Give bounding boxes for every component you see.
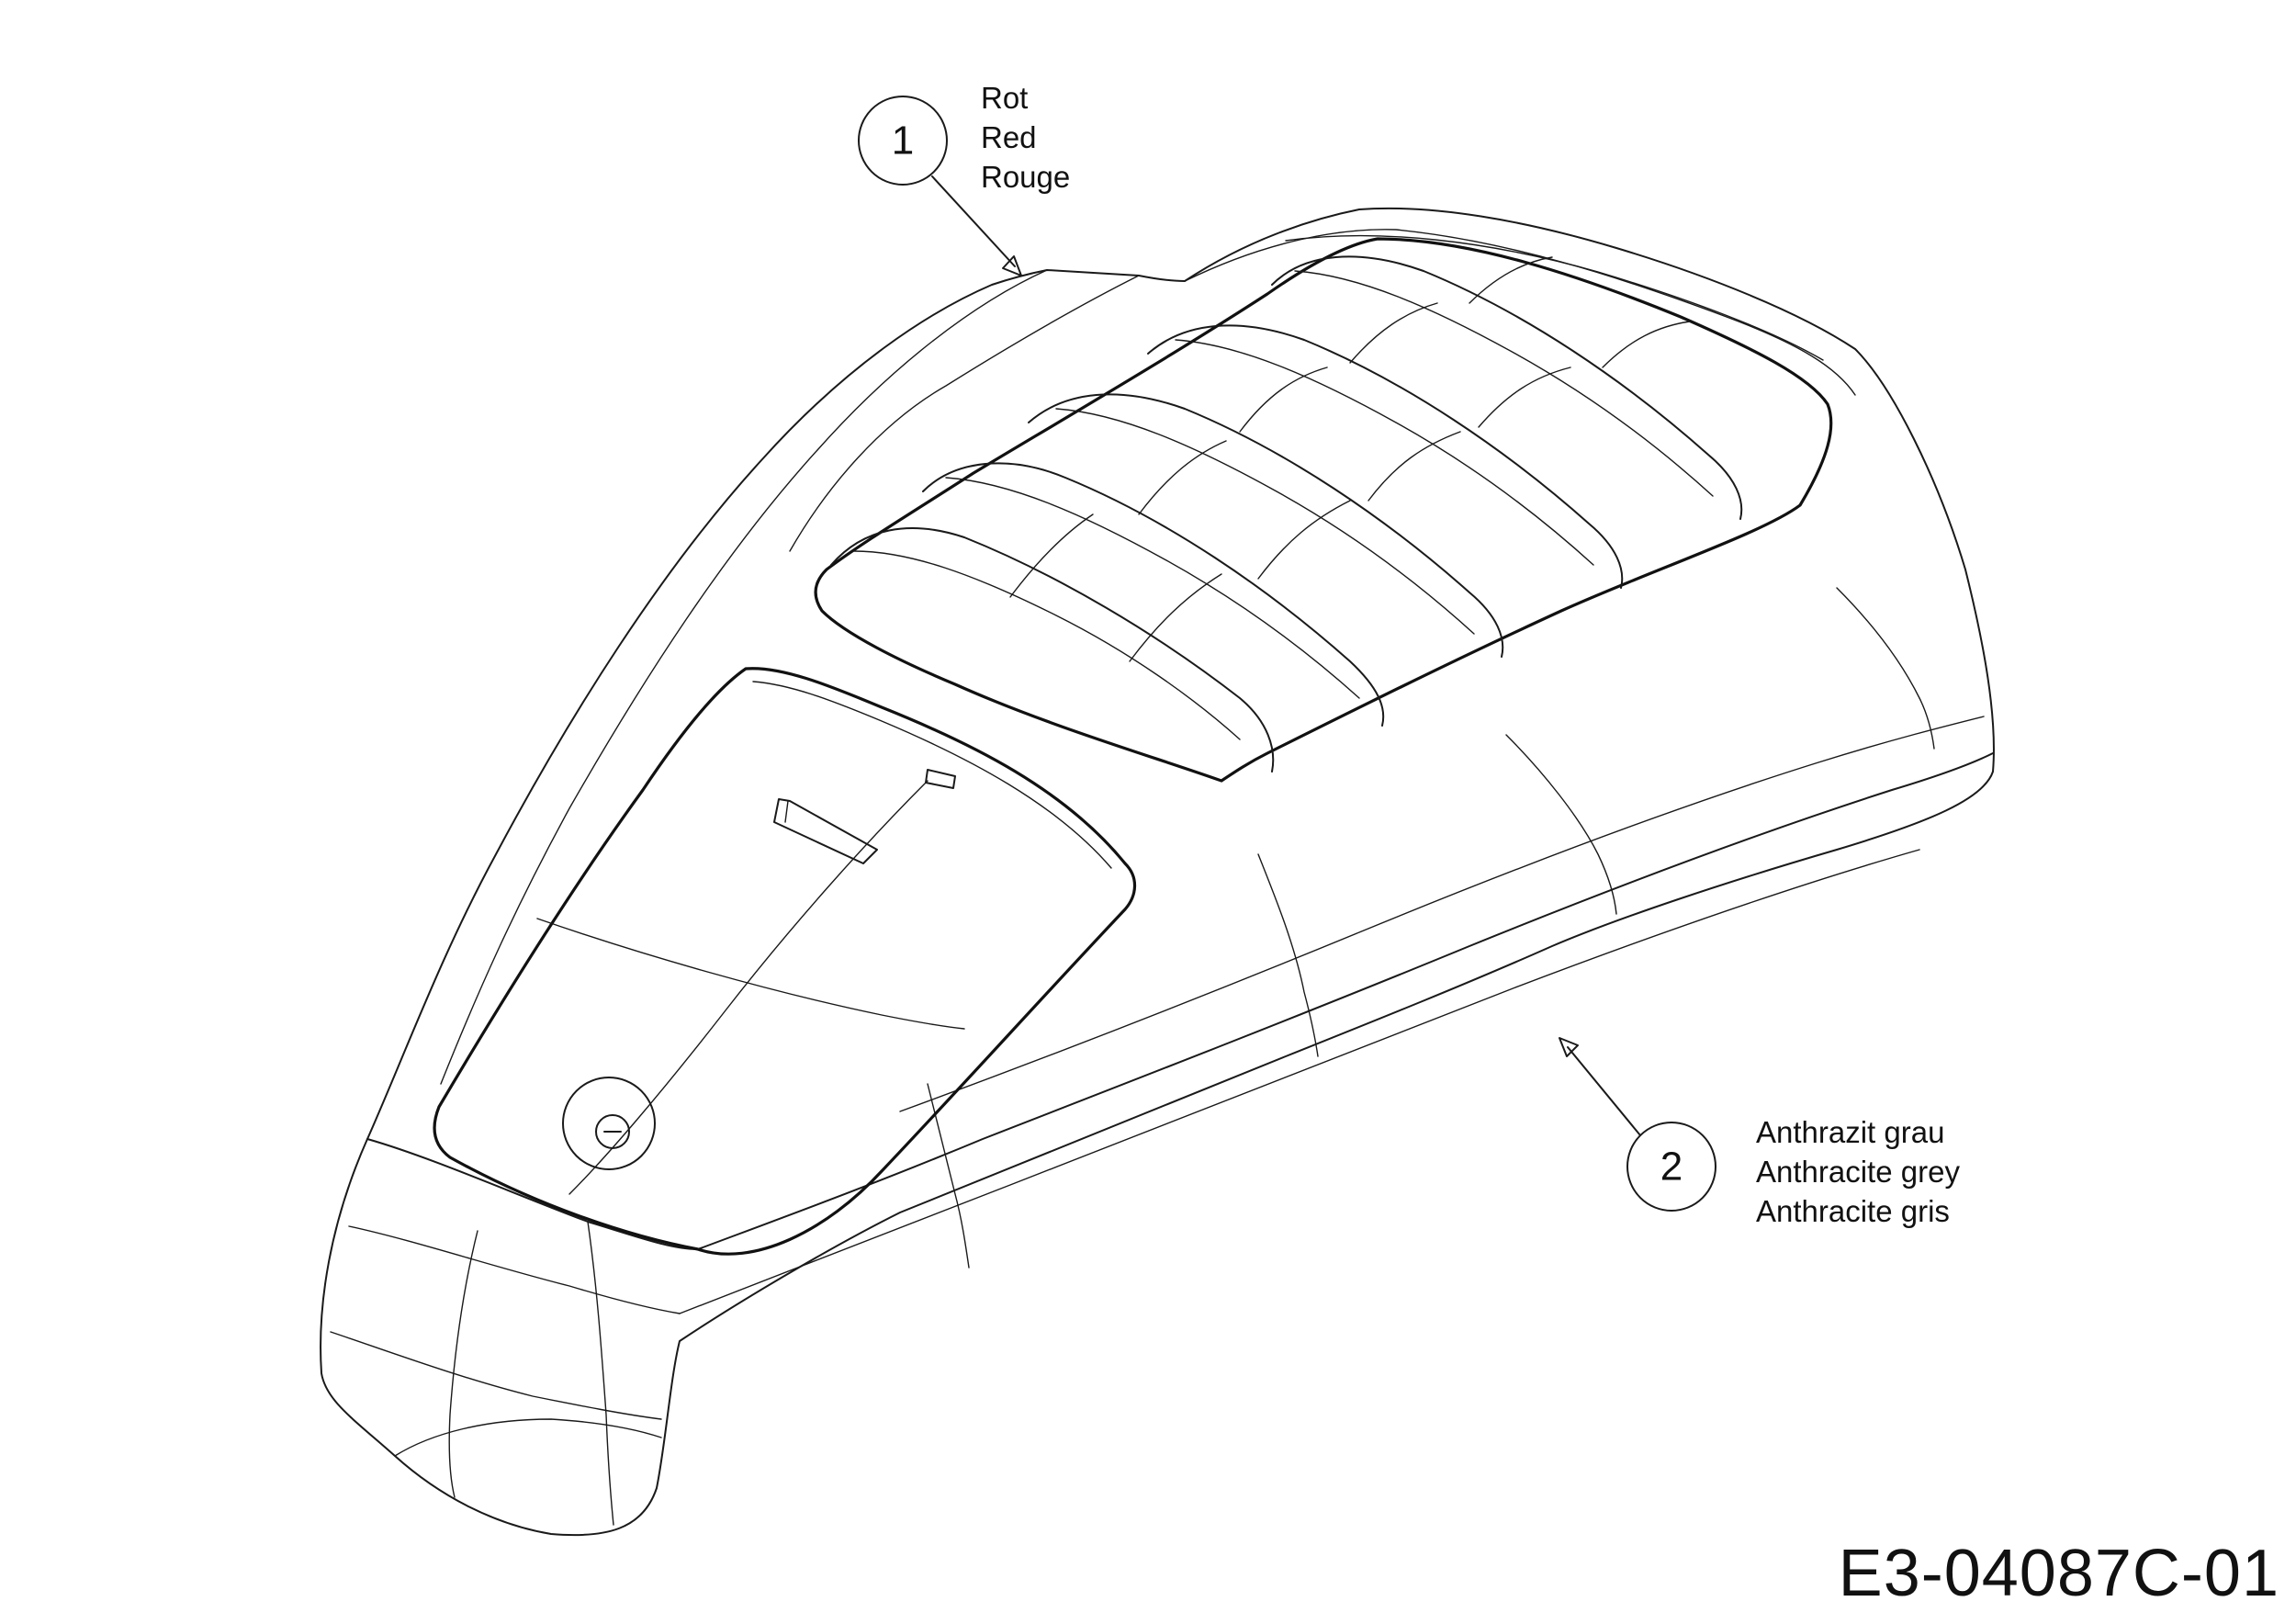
- callout-2-number: 2: [1660, 1145, 1683, 1190]
- hood-outline: [320, 207, 1995, 1537]
- callout-1-number: 1: [892, 118, 914, 164]
- callout-2: 2 Anthrazit grau Anthracite grey Anthrac…: [1559, 1037, 1960, 1228]
- lock-icon: [562, 1077, 656, 1170]
- callout-2-label-de: Anthrazit grau: [1756, 1115, 1944, 1149]
- callout-1-label-en: Red: [981, 120, 1037, 154]
- callout-1: 1 Rot Red Rouge: [858, 81, 1070, 276]
- drawing-code: E3-04087C-01: [1838, 1537, 2279, 1610]
- callout-1-label-de: Rot: [981, 81, 1028, 115]
- callout-2-label-fr: Anthracite gris: [1756, 1194, 1950, 1228]
- callout-1-label-fr: Rouge: [981, 160, 1070, 194]
- access-panel: [433, 667, 1137, 1256]
- callout-2-label-en: Anthracite grey: [1756, 1155, 1960, 1189]
- vent-grille: [814, 237, 1833, 783]
